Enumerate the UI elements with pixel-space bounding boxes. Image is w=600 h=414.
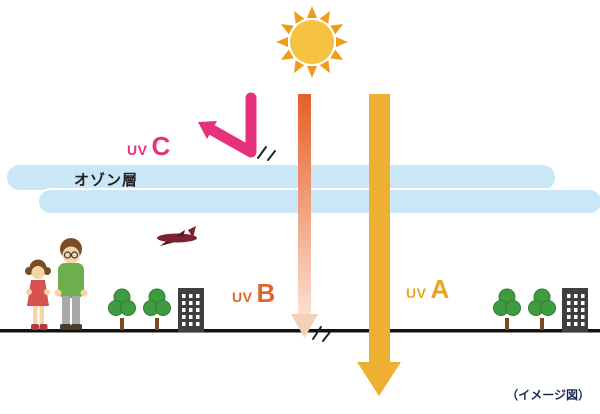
uvb-arrow [291,94,318,338]
uva-label-prefix: UV [406,285,427,301]
tree-icon [143,288,171,330]
ozone-layer-label: オゾン層 [74,172,139,189]
building-icon [562,288,588,332]
uvb-impact-ticks [312,326,331,342]
airplane-icon [157,226,197,246]
uva-label-letter: A [430,274,450,304]
uvb-label-prefix: UV [232,289,253,305]
tree-icon [108,288,136,330]
uvc-bounce-ticks [257,146,276,161]
ground-line [0,329,600,333]
uvc-label-letter: C [151,131,171,161]
uvc-arrow [198,92,257,158]
sun-rays [276,6,348,78]
tree-icon [528,288,556,330]
uva-arrow [357,94,401,396]
uvc-label-prefix: UV [127,142,148,158]
caption: （イメージ図） [506,388,590,402]
building-icon [178,288,204,332]
tree-icon [493,288,521,330]
uvb-label-letter: B [256,278,276,308]
child-figure [25,259,51,330]
adult-figure [54,238,88,330]
ozone-band [5,163,600,215]
sun-icon [276,6,348,78]
